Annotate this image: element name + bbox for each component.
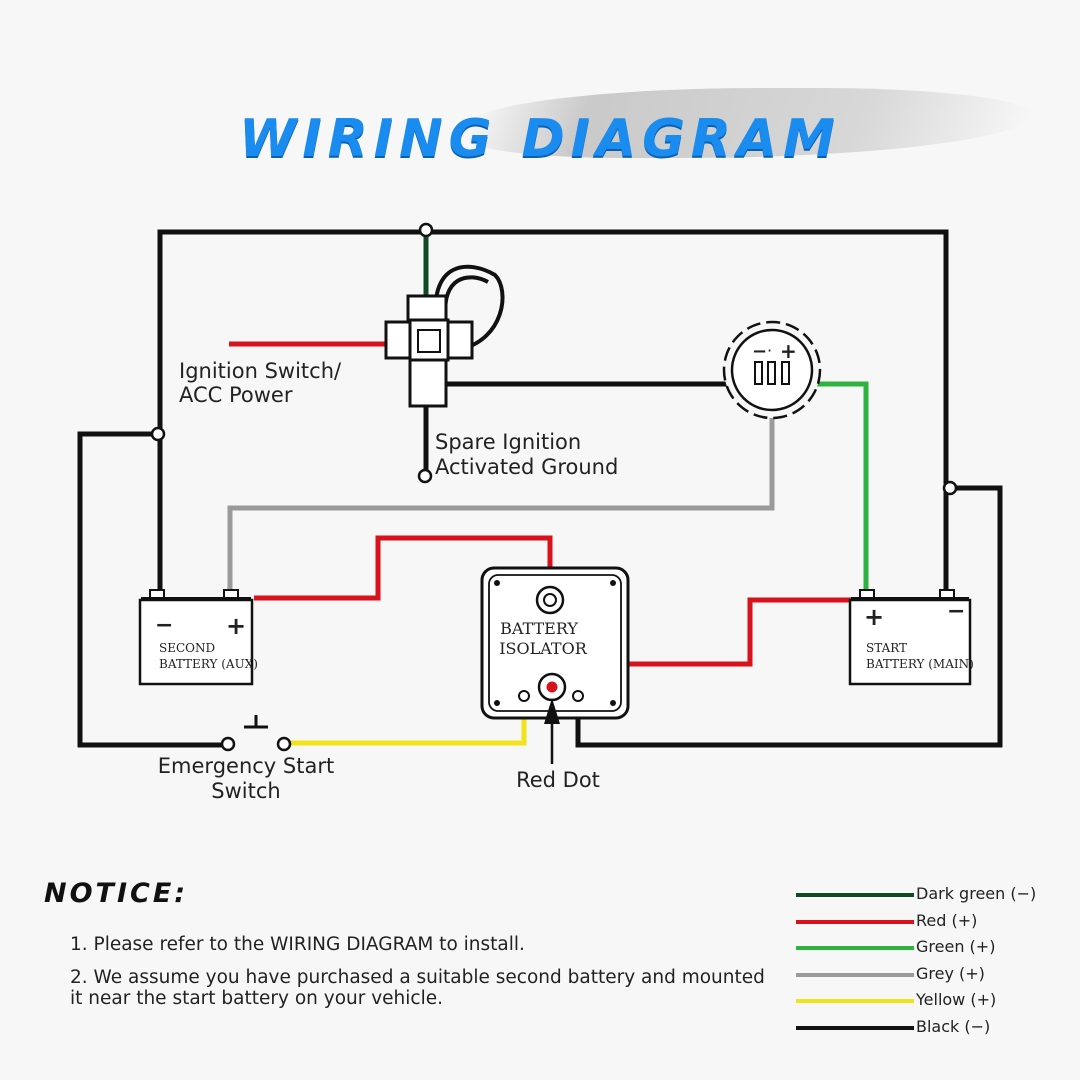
legend-line-green bbox=[796, 946, 914, 950]
legend-label-red: Red (+) bbox=[916, 910, 978, 930]
battery-isolator: BATTERY ISOLATOR bbox=[480, 566, 630, 720]
relay-tab-left bbox=[384, 320, 412, 360]
spare-ignition-label-2: Activated Ground bbox=[435, 455, 618, 479]
emergency-label-1: Emergency Start bbox=[158, 754, 334, 778]
isolator-stud-top-inner bbox=[543, 593, 557, 607]
emergency-label-2: Switch bbox=[211, 779, 280, 803]
isolator-corner-tl bbox=[494, 580, 500, 586]
wire-color-legend: Dark green (−) Red (+) Green (+) Grey (+… bbox=[796, 884, 1066, 1043]
emergency-switch-contact-left bbox=[220, 736, 236, 752]
indicator-dot-label: · bbox=[767, 341, 772, 360]
red-dot-pointer bbox=[544, 698, 560, 764]
emergency-switch bbox=[220, 715, 292, 752]
notice-item-2: 2. We assume you have purchased a suitab… bbox=[70, 967, 765, 1009]
legend-label-black: Black (−) bbox=[916, 1016, 991, 1036]
relay-pin-center bbox=[417, 329, 441, 353]
legend-line-red bbox=[796, 919, 914, 924]
ignition-label-2: ACC Power bbox=[179, 383, 293, 407]
legend-label-dark-green: Dark green (−) bbox=[916, 884, 1037, 903]
notice-item-1: 1. Please refer to the WIRING DIAGRAM to… bbox=[70, 934, 525, 955]
legend-row-yellow: Yellow (+) bbox=[796, 990, 1066, 1017]
legend-row-red: Red (+) bbox=[796, 911, 1066, 938]
start-battery: + − START BATTERY (MAIN) bbox=[848, 589, 974, 686]
isolator-small-terminal-right bbox=[572, 690, 584, 702]
legend-row-green: Green (+) bbox=[796, 937, 1066, 964]
indicator-minus-label: − bbox=[752, 341, 767, 362]
indicator-plus-label: + bbox=[780, 339, 797, 363]
spare-ignition-label-1: Spare Ignition bbox=[435, 430, 581, 454]
black-wire-right-isolator bbox=[575, 485, 1003, 748]
second-battery-minus: − bbox=[155, 613, 173, 638]
red-wires bbox=[229, 341, 860, 667]
black-wire-relay-indicator bbox=[440, 366, 761, 387]
legend-line-grey bbox=[796, 972, 914, 977]
indicator-pin-left bbox=[754, 361, 763, 385]
start-battery-plus: + bbox=[864, 603, 884, 631]
isolator-red-dot bbox=[546, 681, 558, 693]
second-battery-label-1: SECOND bbox=[159, 641, 215, 655]
black-wire-left-emergency bbox=[77, 431, 226, 748]
junction-right bbox=[942, 480, 958, 496]
indicator-panel: − · + bbox=[722, 320, 822, 420]
second-battery-body bbox=[138, 598, 254, 686]
ignition-label-1: Ignition Switch/ bbox=[179, 359, 342, 383]
grey-wire bbox=[227, 366, 775, 598]
legend-label-yellow: Yellow (+) bbox=[916, 990, 997, 1009]
relay-tab-right bbox=[446, 320, 474, 360]
page-title: WIRING DIAGRAM bbox=[239, 109, 841, 169]
isolator-corner-tr bbox=[610, 580, 616, 586]
isolator-corner-bl bbox=[494, 700, 500, 706]
junction-left bbox=[150, 426, 166, 442]
isolator-small-terminal-left bbox=[518, 690, 530, 702]
indicator-pin-right bbox=[781, 361, 790, 385]
legend-line-yellow bbox=[796, 999, 914, 1003]
start-battery-label-1: START bbox=[866, 641, 907, 655]
isolator-label-1: BATTERY bbox=[500, 619, 578, 638]
junction-dots bbox=[150, 222, 958, 496]
second-battery-label-2: BATTERY (AUX) bbox=[159, 657, 258, 671]
start-battery-label-2: BATTERY (MAIN) bbox=[866, 657, 974, 671]
notice-title: NOTICE: bbox=[44, 878, 189, 909]
legend-row-black: Black (−) bbox=[796, 1017, 1066, 1044]
green-wire bbox=[786, 381, 869, 598]
legend-line-dark-green bbox=[796, 893, 914, 897]
legend-label-grey: Grey (+) bbox=[916, 963, 985, 983]
relay-tab-bottom bbox=[408, 356, 448, 408]
junction-top bbox=[418, 222, 434, 238]
emergency-switch-contact-right bbox=[276, 736, 292, 752]
legend-row-grey: Grey (+) bbox=[796, 964, 1066, 991]
black-wire-top-loop bbox=[157, 229, 949, 598]
legend-row-dark-green: Dark green (−) bbox=[796, 884, 1066, 911]
red-wire-main-isolator bbox=[556, 597, 860, 667]
red-dot-label: Red Dot bbox=[516, 768, 600, 792]
isolator-label-2: ISOLATOR bbox=[499, 639, 587, 658]
black-wire-relay-loop bbox=[433, 264, 505, 352]
second-battery: − + SECOND BATTERY (AUX) bbox=[138, 589, 258, 686]
legend-label-green: Green (+) bbox=[916, 937, 996, 956]
relay bbox=[384, 294, 474, 408]
second-battery-plus: + bbox=[226, 612, 246, 640]
legend-line-black bbox=[796, 1025, 914, 1030]
start-battery-body bbox=[848, 598, 972, 686]
isolator-corner-br bbox=[610, 700, 616, 706]
relay-body bbox=[408, 318, 450, 362]
red-wire-aux-isolator bbox=[254, 535, 553, 601]
junction-spare-ground bbox=[417, 468, 433, 484]
black-wire-relay-loop-inner bbox=[443, 275, 489, 323]
start-battery-minus: − bbox=[947, 599, 965, 624]
indicator-pin-middle bbox=[767, 361, 776, 385]
